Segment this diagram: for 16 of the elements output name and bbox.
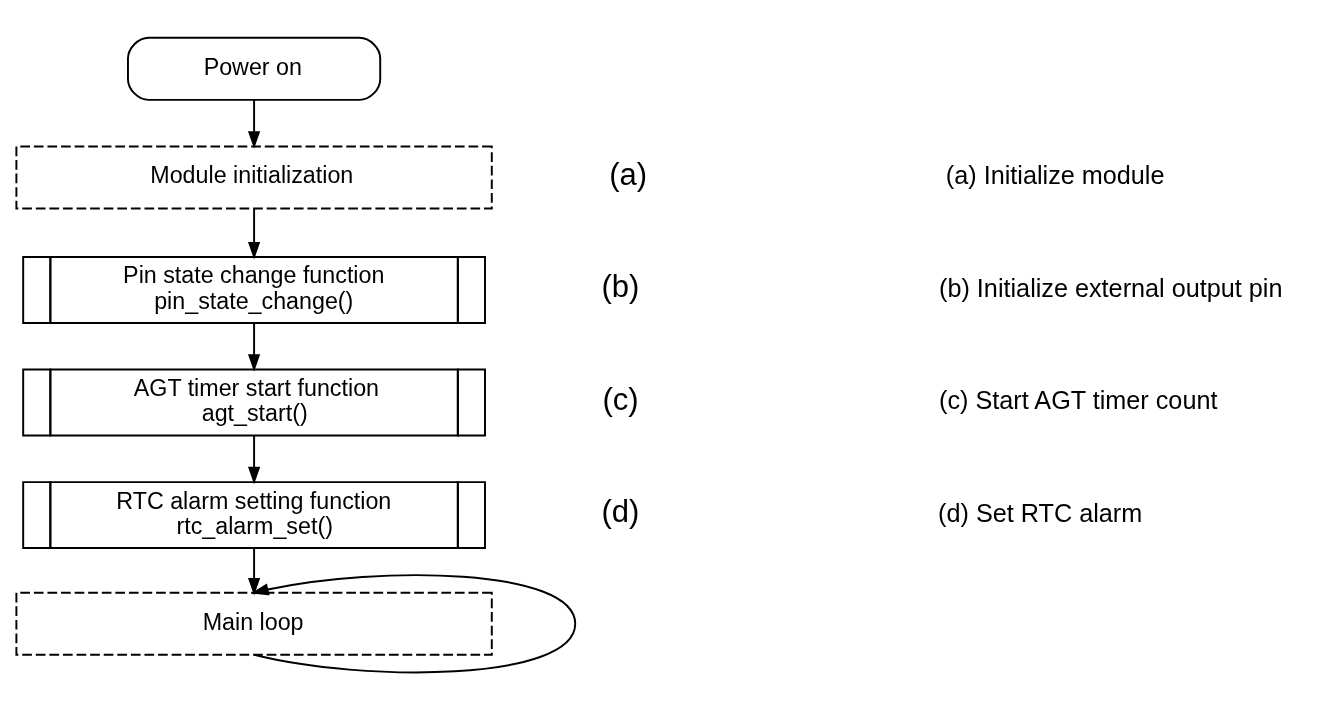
node-box: Power on [127,36,382,101]
arrow [247,207,261,260]
arrow [247,434,261,485]
label: (a) [609,156,648,192]
arrow [247,322,261,372]
node-box: Module initialization [15,145,493,210]
arrow [251,574,577,674]
label: (b) Initialize external output pin [939,273,1283,302]
label: (c) Start AGT timer count [939,386,1218,415]
label: (a) Initialize module [945,161,1165,190]
label: (d) Set RTC alarm [938,498,1143,527]
node-box: Main loop [15,591,493,656]
label: (b) [601,269,640,305]
label: (d) [601,494,640,530]
arrow [247,98,261,149]
label: (c) [602,381,639,417]
